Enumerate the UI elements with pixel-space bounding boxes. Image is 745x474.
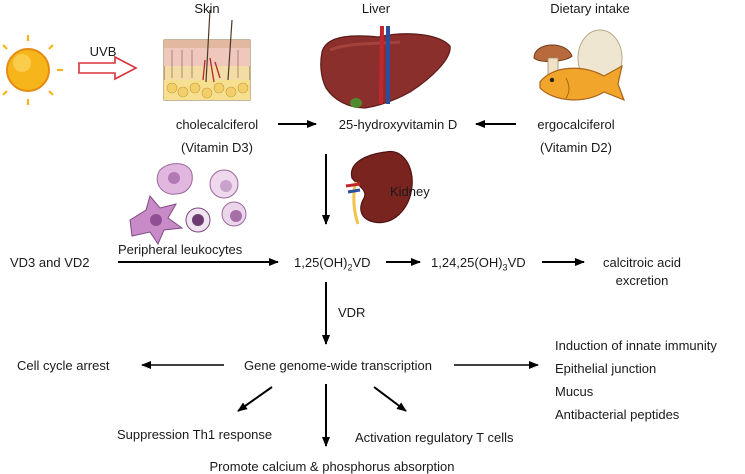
mucus-label: Mucus — [555, 384, 594, 399]
uvb-arrow-icon — [78, 55, 138, 81]
innate-immunity-label: Induction of innate immunity — [555, 338, 717, 353]
vitamin-d2-label: (Vitamin D2) — [539, 140, 613, 155]
dietary-intake-label: Dietary intake — [550, 1, 630, 16]
trihydroxy-vd-label: 1,24,25(OH)3VD — [431, 255, 526, 276]
cholecalciferol-label: cholecalciferol — [175, 117, 259, 132]
sun-icon — [2, 35, 63, 105]
vd3-vd2-label: VD3 and VD2 — [10, 255, 90, 270]
activation-treg-label: Activation regulatory T cells — [355, 430, 514, 445]
trihydroxy-subscript: 3 — [502, 262, 508, 273]
calcium-absorption-label: Promote calcium & phosphorus absorption — [209, 459, 455, 474]
liver-icon — [320, 25, 451, 109]
skin-label: Skin — [194, 1, 220, 16]
skin-icon — [163, 9, 251, 101]
cell-cycle-arrest-label: Cell cycle arrest — [17, 358, 110, 373]
kidney-icon — [345, 150, 413, 225]
liver-label: Liver — [361, 1, 391, 16]
uvb-label: UVB — [89, 44, 117, 59]
leukocytes-icon — [129, 163, 247, 246]
calcitriol-subscript: 2 — [347, 262, 353, 273]
dietary-food-icon — [533, 29, 626, 102]
trihydroxy-suffix: VD — [507, 255, 526, 270]
suppression-th1-label: Suppression Th1 response — [117, 427, 273, 442]
epithelial-junction-label: Epithelial junction — [555, 361, 657, 376]
hydroxyvitamin-d-label: 25-hydroxyvitamin D — [338, 117, 458, 132]
excretion-label: excretion — [615, 273, 669, 288]
vitamin-d3-label: (Vitamin D3) — [180, 140, 254, 155]
gene-transcription-label: Gene genome-wide transcription — [244, 358, 432, 373]
vdr-label: VDR — [338, 305, 366, 320]
trihydroxy-text: 1,24,25(OH) — [431, 255, 503, 270]
calcitroic-acid-label: calcitroic acid — [602, 255, 682, 270]
peripheral-leukocytes-label: Peripheral leukocytes — [118, 242, 243, 257]
ergocalciferol-label: ergocalciferol — [537, 117, 615, 132]
kidney-label: Kidney — [390, 184, 430, 199]
pathway-arrows — [118, 120, 585, 447]
calcitriol-suffix: VD — [352, 255, 371, 270]
antibacterial-peptides-label: Antibacterial peptides — [555, 407, 680, 422]
calcitriol-text: 1,25(OH) — [294, 255, 348, 270]
calcitriol-label: 1,25(OH)2VD — [294, 255, 371, 276]
